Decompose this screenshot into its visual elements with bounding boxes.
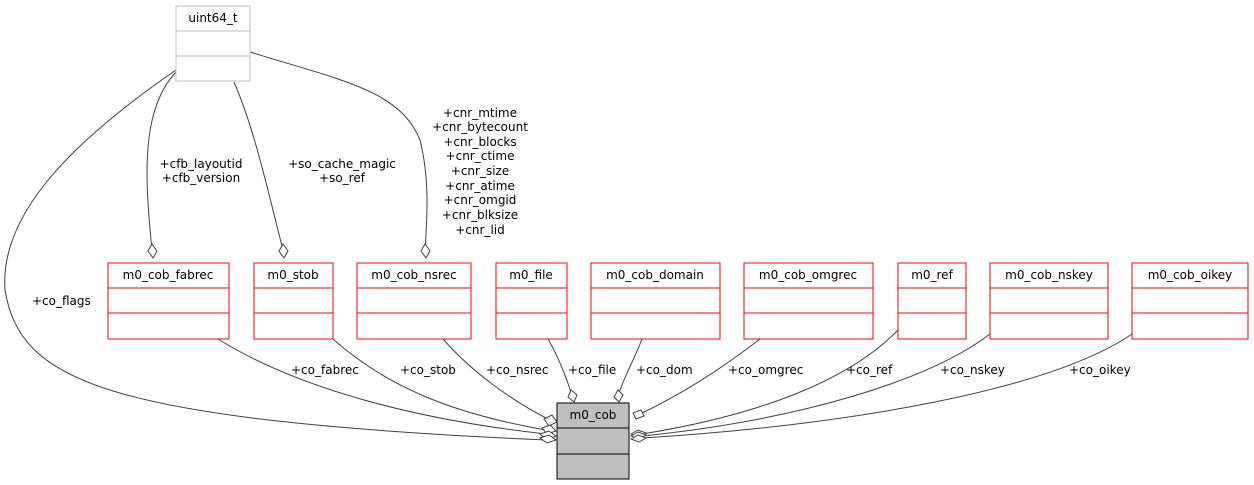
node-m0-file[interactable]: m0_file (495, 262, 568, 340)
node-title: m0_cob_fabrec (123, 268, 214, 282)
node-m0-cob[interactable]: m0_cob (556, 402, 630, 480)
edge-co-dom (618, 338, 643, 394)
node-title: m0_cob_nskey (1005, 268, 1093, 282)
edge-co-stob (332, 338, 547, 431)
edge-co-ref (641, 329, 899, 435)
node-m0-cob-nsrec[interactable]: m0_cob_nsrec (356, 262, 472, 340)
edge-label-co-nskey: +co_nskey (940, 363, 1005, 377)
edge-label-co-stob: +co_stob (400, 363, 456, 377)
node-m0-cob-domain[interactable]: m0_cob_domain (590, 262, 721, 340)
edge-nsrec-uint64 (249, 51, 428, 251)
edge-label-stob-1: +so_ref (319, 171, 366, 185)
diamond-icon (632, 409, 645, 420)
edge-label-nsrec-2: +cnr_blocks (443, 135, 516, 149)
edge-label-nsrec-0: +cnr_mtime (443, 106, 517, 120)
node-title: m0_cob_omgrec (759, 268, 857, 282)
node-m0-ref[interactable]: m0_ref (897, 262, 967, 340)
node-title: m0_cob_oikey (1148, 268, 1233, 282)
node-title: m0_cob (570, 408, 617, 422)
diamond-icon (420, 243, 431, 259)
edge-fabrec-uint64 (146, 71, 177, 251)
edge-label-co-ref: +co_ref (846, 363, 893, 377)
edge-label-nsrec-8: +cnr_lid (455, 223, 504, 237)
edge-co-oikey (641, 333, 1133, 439)
edge-co-nskey (641, 333, 991, 437)
edge-co-fabrec (217, 338, 547, 435)
edge-co-nsrec (442, 338, 551, 421)
node-title: m0_stob (267, 268, 318, 282)
edge-label-co-omgrec: +co_omgrec (728, 363, 803, 377)
edge-label-co-nsrec: +co_nsrec (486, 363, 549, 377)
edge-label-nsrec-3: +cnr_ctime (446, 149, 515, 163)
diamond-icon (538, 434, 558, 444)
node-m0-cob-fabrec[interactable]: m0_cob_fabrec (107, 262, 230, 340)
diamond-icon (613, 389, 624, 403)
edge-co-flags (4, 69, 547, 441)
edge-label-nsrec-7: +cnr_blksize (442, 208, 518, 222)
edge-label-stob-0: +so_cache_magic (288, 157, 396, 171)
node-title: m0_cob_nsrec (371, 268, 456, 282)
node-title: m0_cob_domain (606, 268, 704, 282)
edges (4, 51, 1133, 441)
edge-label-co-dom: +co_dom (636, 363, 693, 377)
aggregation-markers (147, 243, 648, 444)
node-title: m0_ref (911, 268, 953, 282)
diamond-icon (629, 434, 648, 443)
node-m0-cob-omgrec[interactable]: m0_cob_omgrec (743, 262, 874, 340)
node-m0-stob[interactable]: m0_stob (253, 262, 334, 340)
edge-label-nsrec-5: +cnr_atime (445, 179, 515, 193)
node-uint64-t[interactable]: uint64_t (175, 5, 251, 82)
edge-label-co-flags: +co_flags (32, 294, 91, 308)
edge-label-nsrec-6: +cnr_omgid (444, 193, 517, 207)
edge-label-nsrec-4: +cnr_size (451, 164, 509, 178)
node-m0-cob-oikey[interactable]: m0_cob_oikey (1131, 262, 1249, 340)
diamond-icon (278, 243, 289, 259)
edge-label-nsrec-fields: +cnr_mtime +cnr_bytecount +cnr_blocks +c… (432, 106, 528, 237)
edge-label-co-file: +co_file (568, 363, 616, 377)
node-title: uint64_t (188, 11, 238, 25)
node-m0-cob-nskey[interactable]: m0_cob_nskey (989, 262, 1109, 340)
edge-label-co-fabrec: +co_fabrec (291, 363, 359, 377)
edge-co-omgrec (639, 338, 761, 415)
edge-label-fabrec-0: +cfb_layoutid (160, 157, 243, 171)
edge-label-co-oikey: +co_oikey (1069, 363, 1131, 377)
diamond-icon (147, 243, 158, 259)
diamond-icon (543, 414, 558, 427)
edge-co-file (547, 338, 572, 393)
edge-label-nsrec-1: +cnr_bytecount (432, 120, 528, 134)
edge-label-fabrec-1: +cfb_version (162, 171, 240, 185)
node-title: m0_file (509, 268, 553, 282)
edge-stob-uint64 (233, 81, 284, 251)
edge-labels: +co_flags +cfb_layoutid +cfb_version +so… (32, 106, 1131, 377)
diamond-icon (567, 389, 578, 403)
